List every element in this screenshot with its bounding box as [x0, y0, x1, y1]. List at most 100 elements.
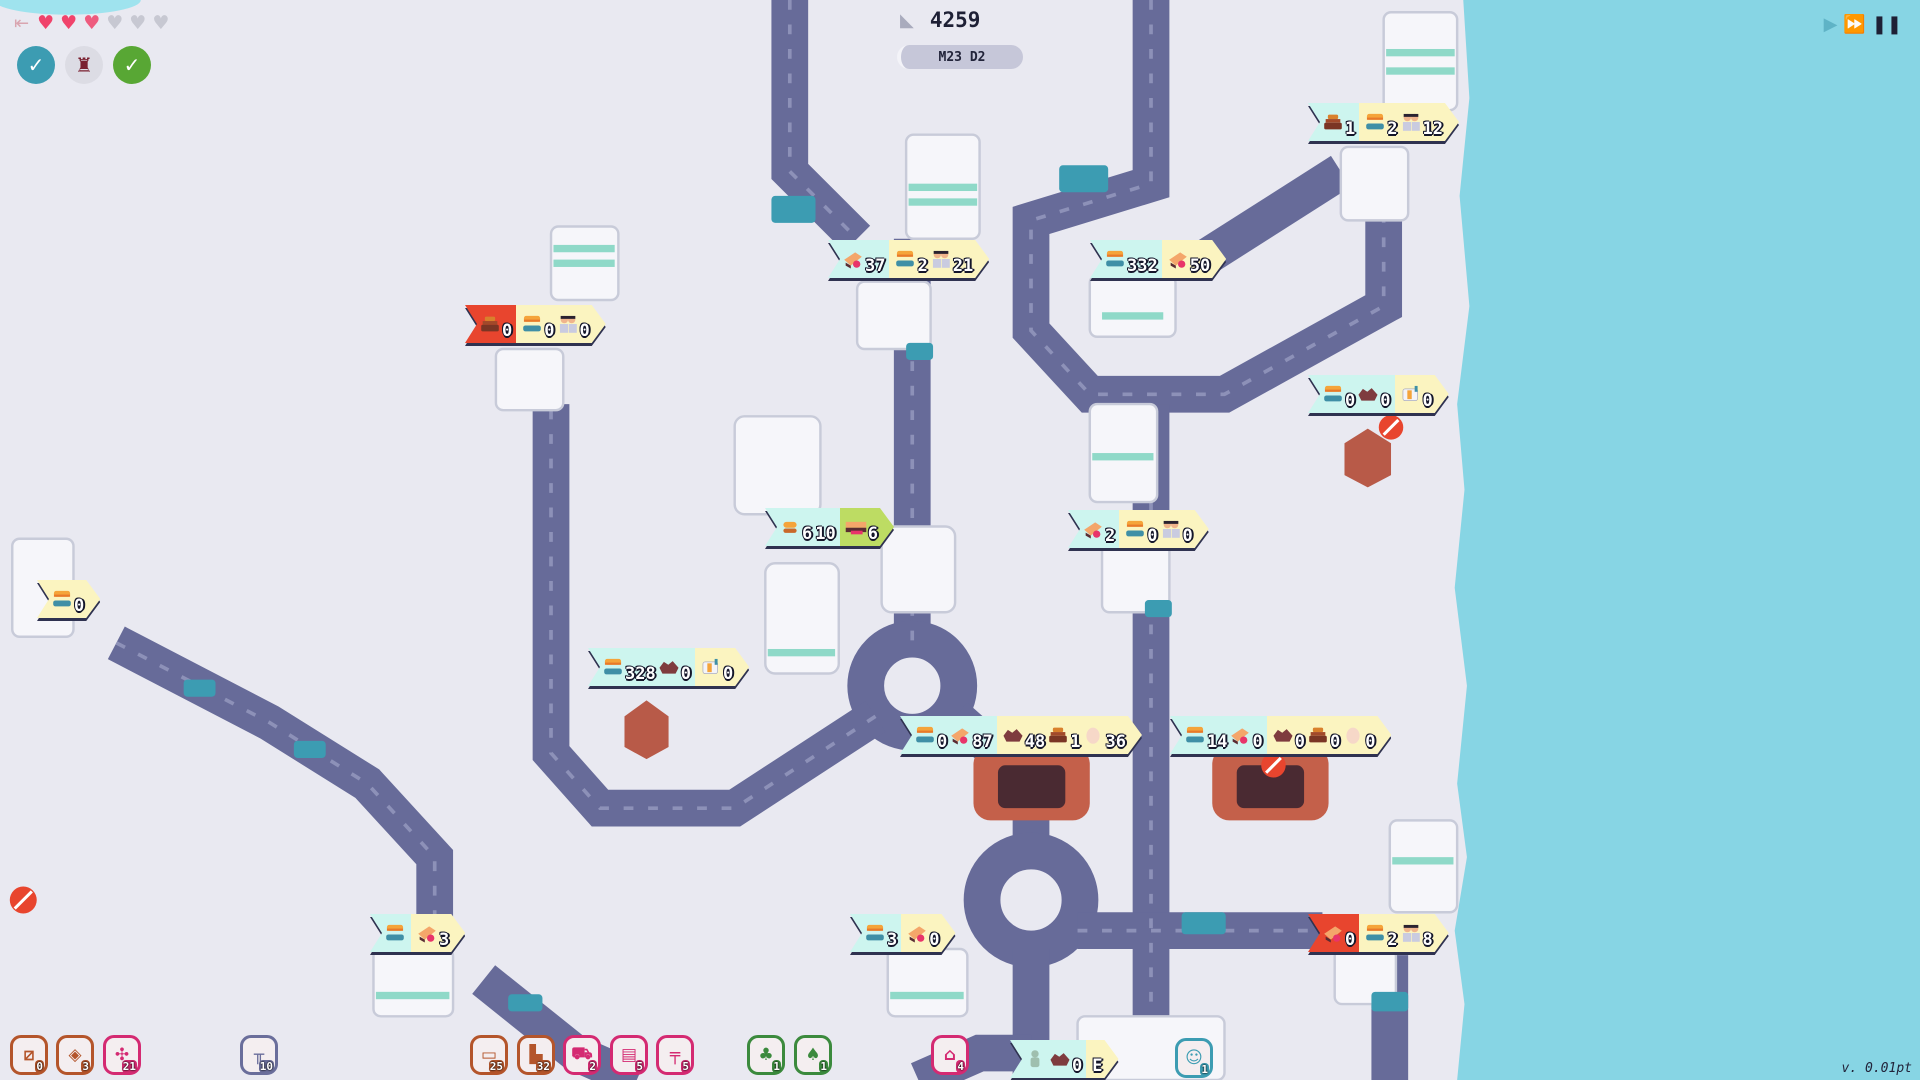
bread-icon: [1322, 384, 1344, 404]
resource-sandwich: 50: [1167, 249, 1210, 275]
bread-icon: [1104, 249, 1126, 269]
roundabout-centers: [900, 673, 1044, 913]
build-robot-button[interactable]: ☺1: [1175, 1038, 1213, 1078]
resource-workers: 0: [1160, 519, 1193, 545]
resource-bread: 328: [602, 657, 656, 683]
station-label[interactable]: 3: [370, 914, 465, 952]
cyan-segment: 37: [828, 240, 889, 278]
sushi-icon: [845, 517, 867, 537]
resource-bread: 3: [864, 923, 897, 949]
egg-icon: [1342, 725, 1364, 745]
resource-sandwich: 0: [1229, 725, 1262, 751]
food-check-icon[interactable]: ✓: [113, 46, 151, 84]
heart-icon: ♥: [152, 12, 170, 34]
resource-count: 0: [1345, 930, 1356, 950]
build-truck-button[interactable]: ⛟2: [563, 1035, 601, 1075]
resource-count: 36: [1105, 732, 1126, 752]
workers-icon: [1400, 923, 1422, 943]
build-cart-button[interactable]: ╤5: [656, 1035, 694, 1075]
resource-sandwich: 0: [906, 923, 939, 949]
version-label: v. 0.01pt: [1841, 1061, 1912, 1076]
resource-count: 2: [1387, 930, 1398, 950]
citizens-check-icon[interactable]: ✓: [17, 46, 55, 84]
fast-forward-icon[interactable]: ⏩: [1843, 14, 1866, 35]
resource-count: 1: [1345, 119, 1356, 139]
green-segment: 6: [840, 508, 894, 546]
speed-controls: ▶ ⏩ ❚❚: [1824, 14, 1902, 35]
resource-sandwich: 2: [1082, 519, 1115, 545]
play-icon[interactable]: ▶: [1823, 14, 1838, 35]
cart-icon: ╤: [669, 1045, 681, 1065]
exit-icon[interactable]: ⇤: [14, 12, 30, 34]
chocolate-icon: [658, 657, 680, 677]
sandwich-icon: [906, 923, 928, 943]
resource-bread: 2: [1364, 923, 1397, 949]
workers-icon: [557, 314, 579, 334]
sandwich-icon: [1082, 519, 1104, 539]
resource-count: 2: [1387, 119, 1398, 139]
build-count: 10: [258, 1060, 274, 1073]
resource-bread: 332: [1104, 249, 1158, 275]
lives-bar: ⇤ ♥♥♥♥♥♥: [14, 12, 175, 34]
build-farm-alt-button[interactable]: ♠1: [794, 1035, 832, 1075]
person-icon: [1024, 1049, 1046, 1069]
burger-icon: [1047, 725, 1069, 745]
factory-check-icon[interactable]: ♜: [65, 46, 103, 84]
heart-icon: ♥: [83, 12, 101, 34]
cyan-segment: 332: [1090, 240, 1162, 278]
station-label[interactable]: 332 50: [1090, 240, 1226, 278]
trees: [624, 428, 1392, 760]
build-farm-button[interactable]: ♣1: [747, 1035, 785, 1075]
workers-icon: [930, 249, 952, 269]
build-factory-button[interactable]: ▙32: [517, 1035, 555, 1075]
build-house-button[interactable]: ⌂4: [931, 1035, 969, 1075]
resource-chocolate: 48: [1002, 725, 1045, 751]
pause-icon[interactable]: ❚❚: [1871, 14, 1902, 35]
build-bridge-button[interactable]: ╥10: [240, 1035, 278, 1075]
build-count: 0: [35, 1060, 44, 1073]
build-road-button[interactable]: ⧄0: [10, 1035, 48, 1075]
build-bus-button[interactable]: ▭25: [470, 1035, 508, 1075]
resource-count: 87: [972, 732, 993, 752]
resource-person: [1024, 1049, 1047, 1075]
resource-count: 0: [1252, 732, 1263, 752]
resource-sandwich: 0: [1322, 923, 1355, 949]
yellow-segment: 0: [901, 914, 955, 952]
bread-icon: [602, 657, 624, 677]
score-display: ◣ 4259: [900, 8, 980, 32]
heart-icon: ♥: [106, 12, 124, 34]
build-count: 1: [1200, 1063, 1209, 1076]
road: [1196, 155, 1351, 273]
yellow-segment: 0: [1395, 375, 1449, 413]
bread-icon: [1184, 725, 1206, 745]
resource-count: 0: [1072, 1056, 1083, 1076]
build-tram-button[interactable]: ▤5: [610, 1035, 648, 1075]
sandwich-icon: [416, 923, 438, 943]
resource-count: 0: [502, 321, 513, 341]
resource-count: 50: [1189, 256, 1211, 276]
build-rail-button[interactable]: ✣21: [103, 1035, 141, 1075]
burger-icon: [479, 314, 501, 334]
station-label[interactable]: 0: [37, 580, 100, 618]
build-count: 2: [588, 1060, 597, 1073]
build-roundabout-button[interactable]: ◈3: [56, 1035, 94, 1075]
build-count: 3: [81, 1060, 90, 1073]
